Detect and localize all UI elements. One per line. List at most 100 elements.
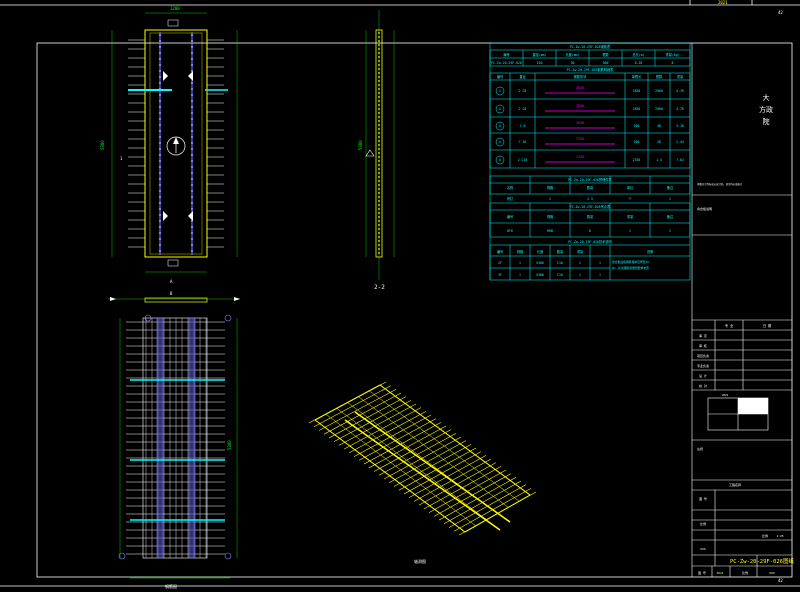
strand-dot bbox=[158, 93, 162, 97]
side-dot bbox=[378, 88, 380, 90]
table1-header: 总长(m) bbox=[632, 52, 644, 57]
table5-cell: C10 bbox=[557, 273, 563, 277]
strand-dot bbox=[158, 51, 162, 55]
table2-cell: 3.18 bbox=[676, 124, 684, 128]
side-dot bbox=[378, 192, 380, 194]
strand-dot bbox=[190, 117, 194, 121]
strand-dot bbox=[158, 33, 162, 37]
table2-cell: ④ bbox=[499, 140, 502, 144]
side-dot bbox=[378, 200, 380, 202]
section-strip bbox=[108, 297, 240, 303]
table1-cell: 150 bbox=[537, 61, 543, 65]
logo-block-filled bbox=[738, 398, 768, 414]
table3-cell: 2.5 bbox=[587, 197, 593, 201]
table2-cell: 7.62 bbox=[676, 158, 684, 162]
table5-cell: 5380 bbox=[536, 261, 544, 265]
table2-cell: 2330 bbox=[633, 158, 641, 162]
schedule-table-text: PC-Zw-20-29F-026钢筋表编号直径(mm)长度(mm)根数总长(m)… bbox=[491, 44, 684, 277]
table2-cell: 28 bbox=[657, 140, 661, 144]
side-note-2: 叠合板说明 bbox=[697, 206, 712, 211]
rebar-strand-band bbox=[156, 317, 164, 559]
strand-dot bbox=[190, 153, 194, 157]
strand-dot bbox=[190, 81, 194, 85]
table2-shape-dim: 2330 bbox=[576, 137, 584, 141]
table2-cell: ③ bbox=[499, 124, 502, 128]
strand-dot bbox=[158, 153, 162, 157]
sheet-caption: 图 号 bbox=[698, 570, 706, 575]
side-dot bbox=[378, 144, 380, 146]
top-embed-box bbox=[167, 19, 179, 27]
table2-shape-dim: 2830 bbox=[576, 121, 584, 125]
table4-cell: 6 bbox=[589, 229, 591, 233]
table3-header: 名称 bbox=[507, 185, 514, 190]
table3-header: 备注 bbox=[667, 185, 674, 190]
rebar-shape-sketches bbox=[495, 86, 615, 165]
side-dot bbox=[378, 232, 380, 234]
table4-cell: 2 bbox=[669, 229, 671, 233]
strand-dot bbox=[158, 189, 162, 193]
role-label: 项目负责 bbox=[697, 353, 709, 358]
strand-dot bbox=[190, 171, 194, 175]
side-dot bbox=[378, 136, 380, 138]
table3-cell: 1 bbox=[669, 197, 671, 201]
strand-dot bbox=[190, 57, 194, 61]
side-dot bbox=[378, 132, 380, 134]
table5-cell: 3F bbox=[498, 273, 502, 277]
strand-dot bbox=[158, 99, 162, 103]
iso-rebar-bars bbox=[308, 381, 537, 536]
project-label: 工程名称 bbox=[729, 482, 741, 487]
strand-dot bbox=[158, 105, 162, 109]
table2-cell: ① bbox=[499, 89, 502, 93]
plan-view: 5380 1200 1 A B bbox=[100, 6, 238, 296]
slab-outline bbox=[144, 29, 208, 258]
strand-dot bbox=[158, 207, 162, 211]
side-dot bbox=[378, 80, 380, 82]
title-bottom-right: XXX bbox=[700, 547, 706, 551]
table2-cell: 1.4 bbox=[656, 158, 662, 162]
side-dot bbox=[378, 204, 380, 206]
side-dot bbox=[378, 112, 380, 114]
strand-dot bbox=[158, 249, 162, 253]
table2-header: 钢筋形状 bbox=[574, 74, 588, 79]
table2-cell: 300 bbox=[634, 124, 640, 128]
side-dot bbox=[378, 184, 380, 186]
side-section-triangle bbox=[365, 149, 375, 157]
table1-title: PC-Zw-20-29F-026钢筋表 bbox=[570, 44, 611, 49]
strand-dot bbox=[158, 237, 162, 241]
company-char: 院 bbox=[763, 117, 770, 126]
strand-dot bbox=[158, 177, 162, 181]
table2-cell: 2.44 bbox=[676, 140, 684, 144]
side-dot bbox=[378, 104, 380, 106]
table3-title: PC-Zw-20-29F-026预埋件表 bbox=[568, 177, 612, 182]
table5-header: 长度 bbox=[537, 249, 544, 254]
rebar-horizontal-bars bbox=[126, 321, 225, 555]
table5-title: PC-Zw-20-29F-026技术说明 bbox=[568, 239, 611, 244]
strand-dot bbox=[158, 213, 162, 217]
scale-caption: 比例 bbox=[762, 533, 768, 538]
table5-header: 重量 bbox=[577, 249, 584, 254]
side-dot bbox=[378, 56, 380, 58]
rebar-vertical-bars bbox=[130, 317, 225, 559]
side-strand-dots bbox=[378, 32, 380, 254]
table5-cell: 1 bbox=[599, 261, 601, 265]
table2-header: 直径 bbox=[519, 74, 526, 79]
title-bottom-left: 图 号 bbox=[699, 496, 707, 501]
table2-header: 编号 bbox=[497, 74, 503, 79]
table1-header: 长度(mm) bbox=[565, 52, 579, 57]
rebar-mark-circle bbox=[495, 86, 505, 96]
side-dot bbox=[378, 216, 380, 218]
strand-dot bbox=[190, 147, 194, 151]
side-dot bbox=[378, 64, 380, 66]
title-header-1: 专 业 bbox=[725, 323, 733, 328]
strand-dot bbox=[190, 63, 194, 67]
strand-dot bbox=[190, 207, 194, 211]
side-slab bbox=[375, 29, 383, 258]
side-dot bbox=[378, 52, 380, 54]
strand-dot bbox=[190, 123, 194, 127]
table4-header: 备注 bbox=[667, 214, 674, 219]
side-dot bbox=[378, 252, 380, 254]
strand-dot bbox=[158, 231, 162, 235]
role-label: 审 核 bbox=[699, 343, 707, 348]
rebar-strand-band bbox=[188, 317, 196, 559]
table5-header: 规格 bbox=[517, 249, 524, 254]
